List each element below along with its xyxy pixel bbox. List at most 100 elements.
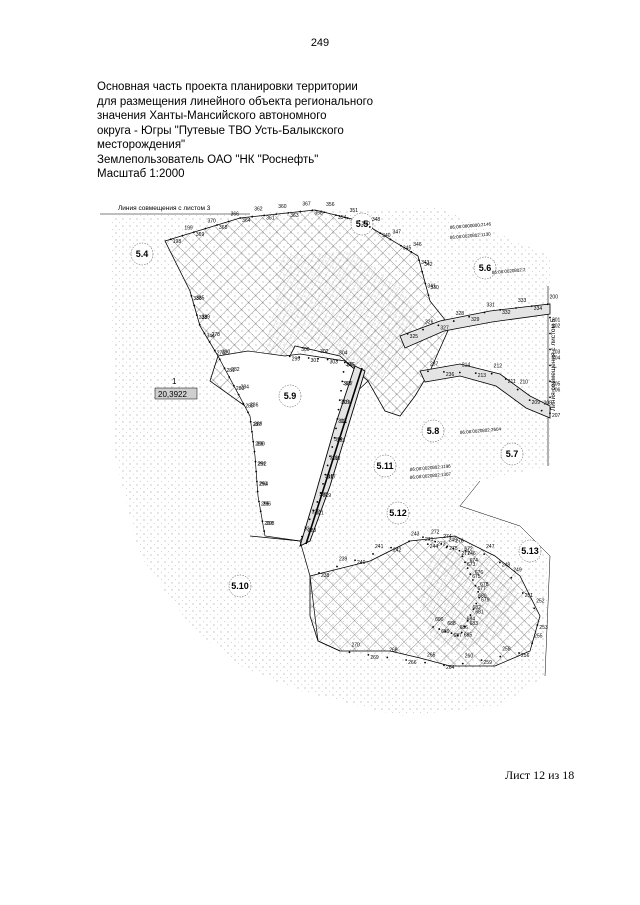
boundary-point <box>336 565 338 568</box>
point-label: 320 <box>319 492 328 498</box>
boundary-point <box>515 307 517 309</box>
point-label: 213 <box>478 373 487 379</box>
boundary-point <box>549 412 551 415</box>
point-label: 207 <box>552 413 561 419</box>
point-label: 214 <box>462 362 471 368</box>
parcel-interior-shade <box>260 251 420 401</box>
parcel-number: 1 <box>172 377 177 386</box>
point-label: 305 <box>347 363 356 369</box>
point-label: 238 <box>321 573 330 579</box>
point-label: 287 <box>253 422 262 428</box>
boundary-point <box>348 651 351 654</box>
point-label: 672 <box>464 546 473 552</box>
point-label: 290 <box>256 442 265 448</box>
point-label: 295 <box>261 501 270 507</box>
point-label: 314 <box>334 437 343 443</box>
boundary-point <box>471 579 474 581</box>
boundary-point <box>198 323 201 326</box>
point-label: 269 <box>370 655 379 661</box>
point-label: 685 <box>464 632 473 638</box>
point-label: 274 <box>443 534 452 540</box>
boundary-point <box>299 210 302 213</box>
boundary-point <box>426 543 429 546</box>
point-label: 362 <box>254 207 263 213</box>
point-label: 341 <box>427 283 436 289</box>
point-label: 211 <box>508 379 516 385</box>
point-label: 342 <box>424 262 433 268</box>
boundary-point <box>444 630 447 633</box>
point-label: 360 <box>278 204 287 210</box>
point-label: 307 <box>344 381 353 387</box>
boundary-point <box>190 294 193 297</box>
boundary-point <box>460 631 463 634</box>
boundary-point <box>324 473 327 476</box>
point-label: 260 <box>465 654 474 660</box>
zone-label: 5.6 <box>479 263 492 273</box>
point-label: 296 <box>263 501 272 507</box>
boundary-point <box>406 332 409 335</box>
boundary-point <box>456 634 459 637</box>
point-label: 203 <box>552 349 561 355</box>
boundary-point <box>422 536 424 539</box>
boundary-point <box>475 602 478 605</box>
boundary-point <box>335 214 337 217</box>
boundary-point <box>443 664 445 667</box>
boundary-point <box>432 626 434 628</box>
point-label: 356 <box>326 202 335 208</box>
boundary-point <box>422 328 424 331</box>
sheet-footer: Лист 12 из 18 <box>505 768 575 782</box>
boundary-point <box>438 628 441 630</box>
boundary-point <box>322 482 324 485</box>
zone-marker <box>228 574 252 598</box>
point-label: 321 <box>316 511 325 517</box>
point-label: 280 <box>222 349 231 355</box>
parcel-area: 20,3922 <box>158 390 187 399</box>
boundary-point <box>458 549 461 552</box>
point-label: 289 <box>255 442 264 448</box>
point-label: 688 <box>447 621 456 627</box>
boundary-point <box>528 399 531 401</box>
zone-label: 5.12 <box>389 508 407 518</box>
cadastral-label: 86:08:0020802:2 <box>492 267 527 275</box>
point-label: 324 <box>304 527 313 533</box>
boundary-point <box>301 535 303 538</box>
point-label: 205 <box>552 381 561 387</box>
point-label: 338 <box>199 315 208 321</box>
boundary-point <box>254 460 257 463</box>
match-line-top-label: Линия совмещения с листом 3 <box>118 205 211 212</box>
point-label: 279 <box>217 351 226 357</box>
point-label: 249 <box>513 568 522 574</box>
boundary-point <box>223 367 226 370</box>
boundary-point <box>379 232 382 235</box>
point-label: 268 <box>389 647 398 653</box>
point-label: 258 <box>502 647 511 653</box>
point-label: 361 <box>266 215 275 221</box>
zone-labels: 5.45.55.65.75.85.95.105.115.125.13 <box>130 212 542 598</box>
boundary-point <box>474 372 477 374</box>
point-label: 690 <box>435 617 444 623</box>
point-label: 265 <box>427 653 436 659</box>
boundary-point <box>424 282 427 285</box>
boundary-point <box>504 378 507 380</box>
boundary-point <box>298 356 301 359</box>
point-label: 302 <box>320 349 329 355</box>
point-label: 240 <box>357 560 366 566</box>
point-label: 297 <box>264 521 273 527</box>
point-label: 684 <box>467 617 476 623</box>
point-label: 210 <box>520 380 529 386</box>
boundary-point <box>452 320 455 322</box>
point-label: 370 <box>207 219 216 225</box>
point-label: 241 <box>375 544 384 550</box>
boundary-point <box>389 238 392 241</box>
boundary-point <box>256 480 258 483</box>
boundary-point <box>263 530 266 532</box>
point-label: 673 <box>467 562 476 568</box>
point-label: 291 <box>257 462 266 468</box>
point-label: 335 <box>196 295 205 301</box>
point-label: 679 <box>481 598 490 604</box>
point-label: 336 <box>193 296 202 302</box>
point-label: 281 <box>226 368 235 374</box>
boundary-right-lower <box>459 480 551 677</box>
point-label: 247 <box>486 544 495 550</box>
boundary-point <box>468 315 471 318</box>
